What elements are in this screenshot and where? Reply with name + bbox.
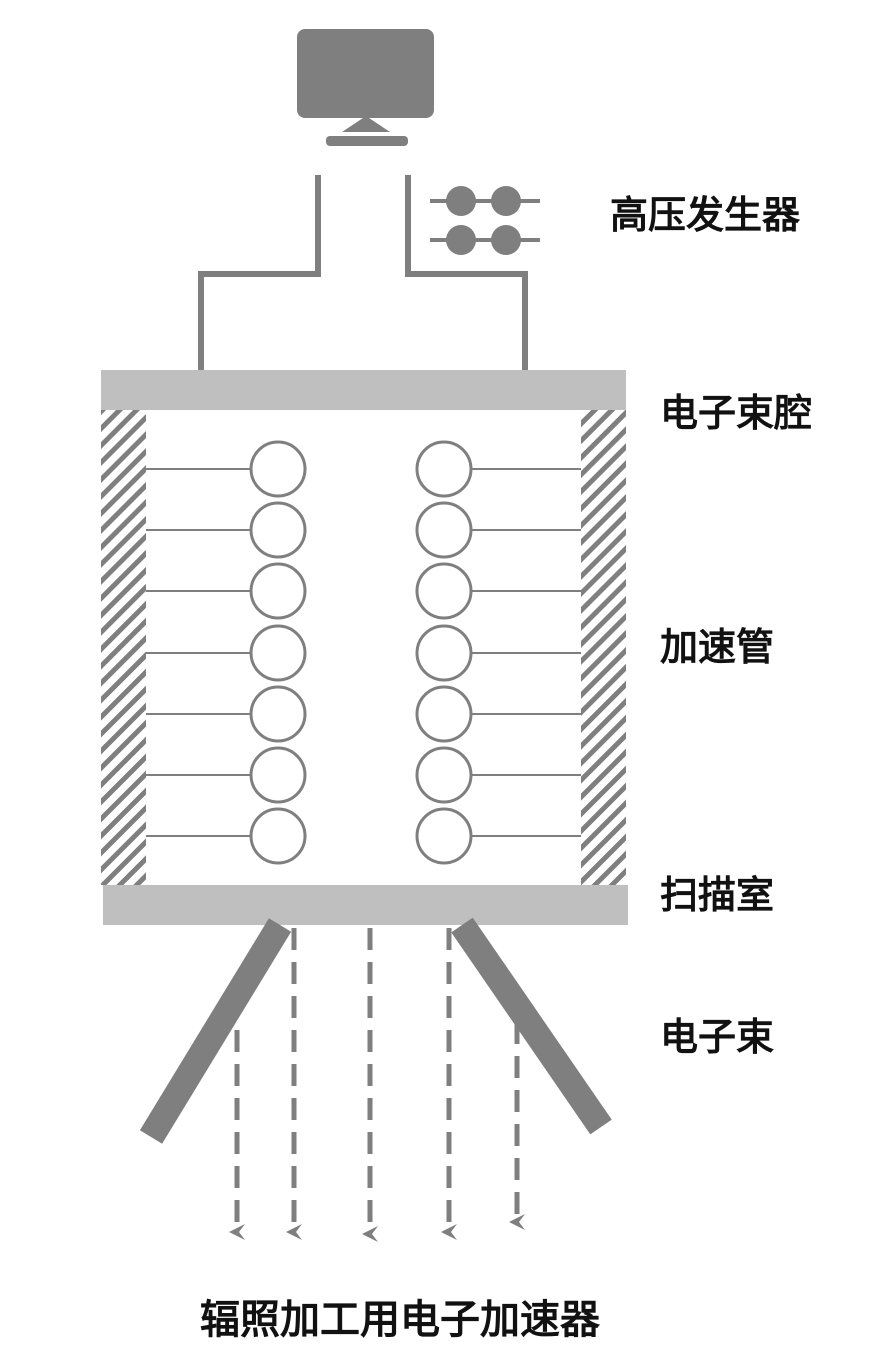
electron-beam-chamber-label: 电子束腔 <box>660 391 813 435</box>
chamber-top-plate <box>101 370 626 410</box>
capacitor-icon <box>430 186 540 255</box>
electron-beam-label: 电子束 <box>660 1015 775 1059</box>
left-wall <box>101 410 146 885</box>
high-voltage-generator-label: 高压发生器 <box>610 193 801 237</box>
accelerating-tube-label: 加速管 <box>660 625 775 669</box>
scan-room-label: 扫描室 <box>660 873 775 917</box>
right-wall <box>581 410 626 885</box>
monitor-icon <box>297 29 434 146</box>
electron-beam-arrows <box>229 928 525 1242</box>
scan-horn <box>139 917 612 1144</box>
connection-wires <box>198 175 528 370</box>
scan-room-plate <box>103 885 628 925</box>
diagram-caption: 辐照加工用电子加速器 <box>200 1297 600 1343</box>
accelerating-electrodes <box>146 440 581 865</box>
